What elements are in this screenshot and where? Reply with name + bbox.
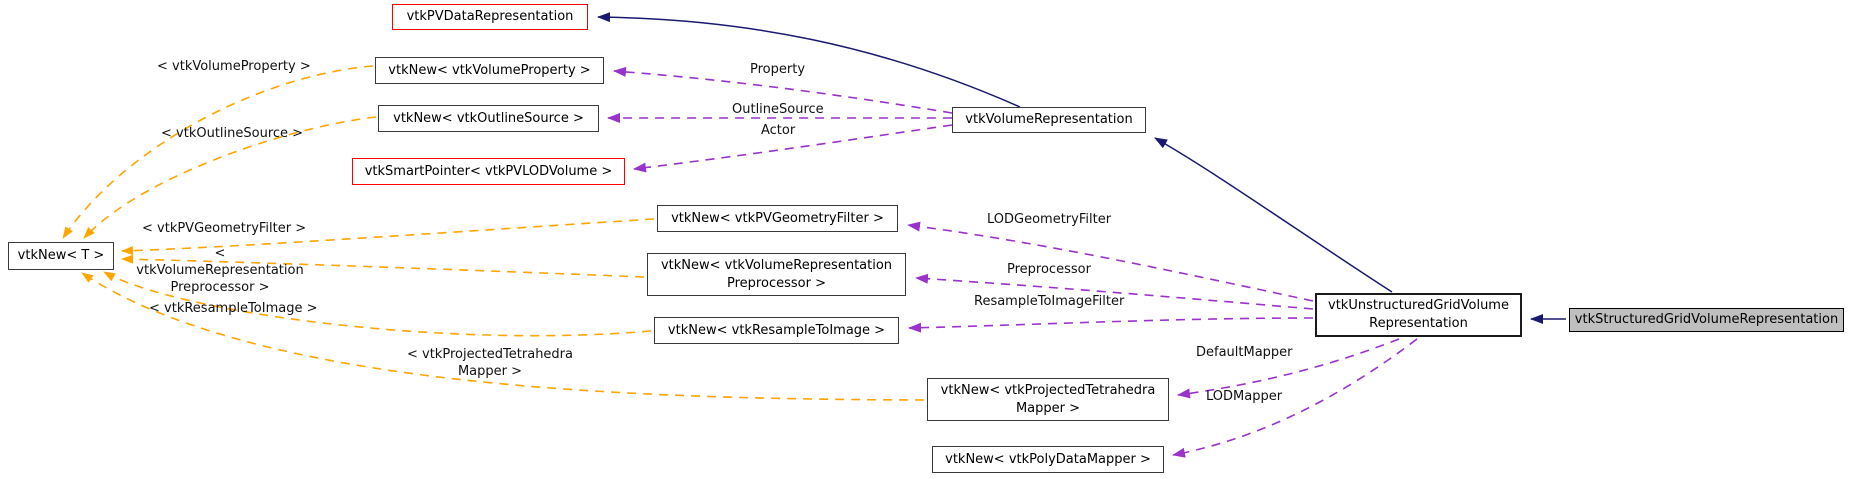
edge-template-outlinesource <box>83 116 377 239</box>
node-vtknew-vtkvolumerepresentationpreprocessor[interactable]: vtkNew< vtkVolumeRepresentation Preproce… <box>647 253 906 296</box>
edge-usage-resampletoimagefilter <box>908 317 1314 333</box>
node-vtknew-vtkvolumeproperty[interactable]: vtkNew< vtkVolumeProperty > <box>375 57 604 84</box>
edge-template-resampletoimage <box>103 271 652 337</box>
edge-usage-actor <box>633 124 953 173</box>
node-vtknew-vtkprojectedtetrahedramapper[interactable]: vtkNew< vtkProjectedTetrahedra Mapper > <box>927 378 1169 421</box>
node-vtknew-vtkresampletoimage[interactable]: vtkNew< vtkResampleToImage > <box>654 317 899 344</box>
edge-usage-lodgeometryfilter <box>907 221 1314 302</box>
edge-template-volumerepresentationpreprocessor <box>121 254 645 278</box>
edge-usage-preprocessor <box>915 273 1314 310</box>
node-vtkvolumerepresentation[interactable]: vtkVolumeRepresentation <box>952 107 1146 133</box>
edge-inheritance-unstructured-to-volumerep <box>1154 137 1393 293</box>
edge-usage-property <box>613 66 953 114</box>
edge-usage-defaultmapper <box>1177 338 1400 399</box>
edge-template-projectedtetrahedramapper <box>81 272 925 401</box>
node-vtknew-vtkoutlinesource[interactable]: vtkNew< vtkOutlineSource > <box>378 105 599 132</box>
node-vtkpvdatarepresentation[interactable]: vtkPVDataRepresentation <box>392 4 588 30</box>
node-vtkunstructuredgridvolumerepresentation[interactable]: vtkUnstructuredGridVolume Representation <box>1315 293 1522 337</box>
edge-template-volumeproperty <box>62 65 374 239</box>
node-vtkstructuredgridvolumerepresentation: vtkStructuredGridVolumeRepresentation <box>1569 308 1844 332</box>
edge-inheritance-volumerep-to-pvdatarep <box>597 12 1021 108</box>
node-vtknew-vtkpvgeometryfilter[interactable]: vtkNew< vtkPVGeometryFilter > <box>657 205 898 232</box>
node-vtknew-vtkpolydatamapper[interactable]: vtkNew< vtkPolyDataMapper > <box>932 446 1164 473</box>
node-vtksmartpointer-vtkpvlodvolume[interactable]: vtkSmartPointer< vtkPVLODVolume > <box>352 158 625 185</box>
edge-usage-lodmapper <box>1172 338 1418 458</box>
edge-template-pvgeometryfilter <box>121 218 655 256</box>
node-vtknew-t[interactable]: vtkNew< T > <box>8 242 114 270</box>
